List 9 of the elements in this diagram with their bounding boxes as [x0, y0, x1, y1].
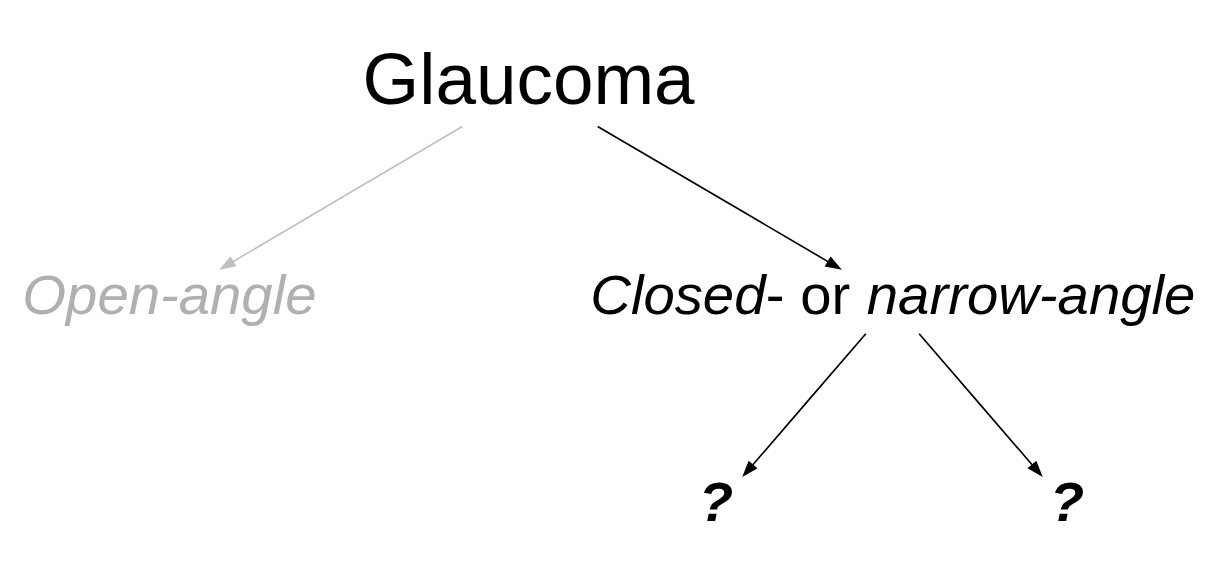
node-text: ? [1049, 469, 1085, 533]
node-text: Glaucoma [362, 37, 695, 119]
arrow [219, 125, 464, 270]
arrow [742, 332, 867, 478]
arrow [596, 125, 842, 270]
node-text: ? [698, 469, 734, 533]
arrow [918, 332, 1043, 478]
node-text: Open-angle [22, 262, 317, 326]
node-text: Closed- or narrow-angle [590, 262, 1196, 326]
